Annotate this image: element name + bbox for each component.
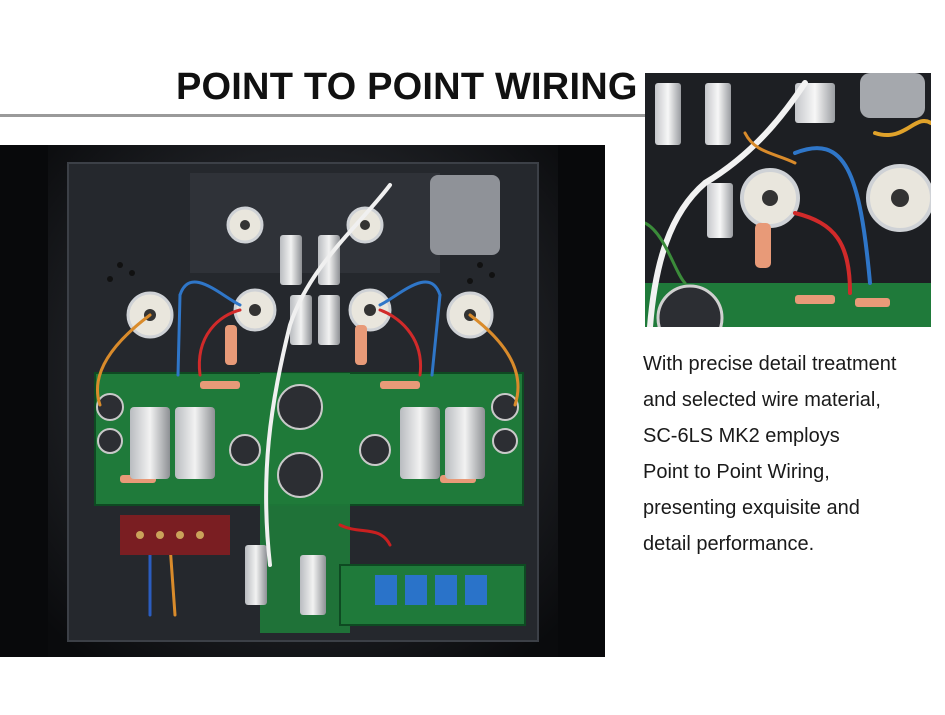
feature-description: With precise detail treatment and select… <box>643 346 938 562</box>
tube-socket-closeup-photo <box>645 73 931 327</box>
description-line: detail performance. <box>643 533 815 555</box>
description-line: and selected wire material, <box>643 389 881 411</box>
tube-socket-detail-photo <box>645 73 931 327</box>
page-title: POINT TO POINT WIRING <box>176 66 638 108</box>
title-underline <box>0 114 645 117</box>
amplifier-wiring-photo <box>0 145 605 657</box>
description-line: SC-6LS MK2 employs <box>643 425 840 447</box>
description-line: With precise detail treatment <box>643 353 897 375</box>
description-line: presenting exquisite and <box>643 497 860 519</box>
amplifier-internal-wiring-photo <box>0 145 605 657</box>
description-line: Point to Point Wiring, <box>643 461 830 483</box>
